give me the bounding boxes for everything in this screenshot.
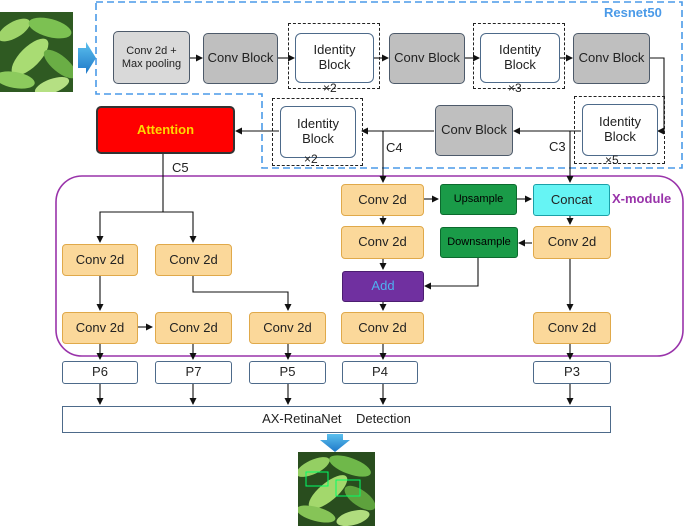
- identity-block-3-line1: Identity: [599, 114, 641, 130]
- mult-x2-bottom: ×2: [304, 152, 318, 166]
- conv2d-maxpool-line2: Max pooling: [121, 57, 182, 70]
- conv2d-maxpool-line1: Conv 2d +: [126, 44, 177, 57]
- input-leaf-image: [0, 12, 73, 92]
- conv2d-maxpool-block: Conv 2d +Max pooling: [113, 31, 190, 84]
- xmodule-region-outline: [55, 175, 684, 357]
- conv2d-p7: Conv 2d: [155, 312, 232, 344]
- identity-block-2-line1: Identity: [499, 42, 541, 58]
- mult-x3: ×3: [508, 81, 522, 95]
- conv2d-p4: Conv 2d: [341, 312, 424, 344]
- conv-block-3: Conv Block: [573, 33, 650, 84]
- identity-block-4-line2: Block: [302, 131, 334, 146]
- conv2d-c4-2: Conv 2d: [341, 226, 424, 259]
- conv2d-c5-b: Conv 2d: [155, 244, 232, 276]
- identity-block-1-line1: Identity: [313, 42, 356, 58]
- conv2d-c4-1: Conv 2d: [341, 184, 424, 216]
- upsample-block: Upsample: [440, 184, 517, 215]
- concat-block: Concat: [533, 184, 610, 216]
- identity-block-2-line2: Block: [504, 57, 536, 72]
- label-c3: C3: [549, 139, 566, 154]
- label-c4: C4: [386, 140, 403, 155]
- conv-block-4: Conv Block: [435, 105, 513, 156]
- conv-block-2: Conv Block: [389, 33, 465, 84]
- output-p3: P3: [533, 361, 611, 384]
- resnet-region-outline: [95, 1, 683, 169]
- conv-block-1: Conv Block: [203, 33, 278, 84]
- input-arrow: [78, 42, 96, 74]
- mult-x2-top: ×2: [323, 81, 337, 95]
- output-p5: P5: [249, 361, 326, 384]
- label-c5: C5: [172, 160, 189, 175]
- mult-x5: ×5: [605, 153, 619, 167]
- output-p6: P6: [62, 361, 138, 384]
- conv2d-c5-a: Conv 2d: [62, 244, 138, 276]
- conv2d-p6: Conv 2d: [62, 312, 138, 344]
- identity-block-1-line2: Block: [318, 57, 351, 72]
- identity-block-3-line2: Block: [604, 129, 636, 144]
- attention-block: Attention: [96, 106, 235, 154]
- identity-block-4-line1: Identity: [297, 116, 339, 132]
- downsample-block: Downsample: [440, 227, 518, 258]
- output-detection-image: [298, 452, 375, 526]
- identity-group-x2-top: [288, 23, 380, 89]
- output-arrow: [320, 434, 350, 452]
- detection-head: AX-RetinaNet Detection: [62, 406, 611, 433]
- add-block: Add: [342, 271, 424, 302]
- identity-group-x2-bottom: [272, 98, 363, 166]
- xmodule-label: X-module: [612, 191, 672, 206]
- conv2d-p3: Conv 2d: [533, 312, 611, 344]
- conv2d-c3: Conv 2d: [533, 226, 611, 259]
- output-p7: P7: [155, 361, 232, 384]
- identity-group-x5: [574, 96, 665, 164]
- resnet-label: Resnet50: [604, 5, 662, 20]
- detection-label: AX-RetinaNet Detection: [262, 411, 411, 427]
- output-p4: P4: [342, 361, 418, 384]
- conv2d-p5: Conv 2d: [249, 312, 326, 344]
- identity-group-x3: [473, 23, 565, 89]
